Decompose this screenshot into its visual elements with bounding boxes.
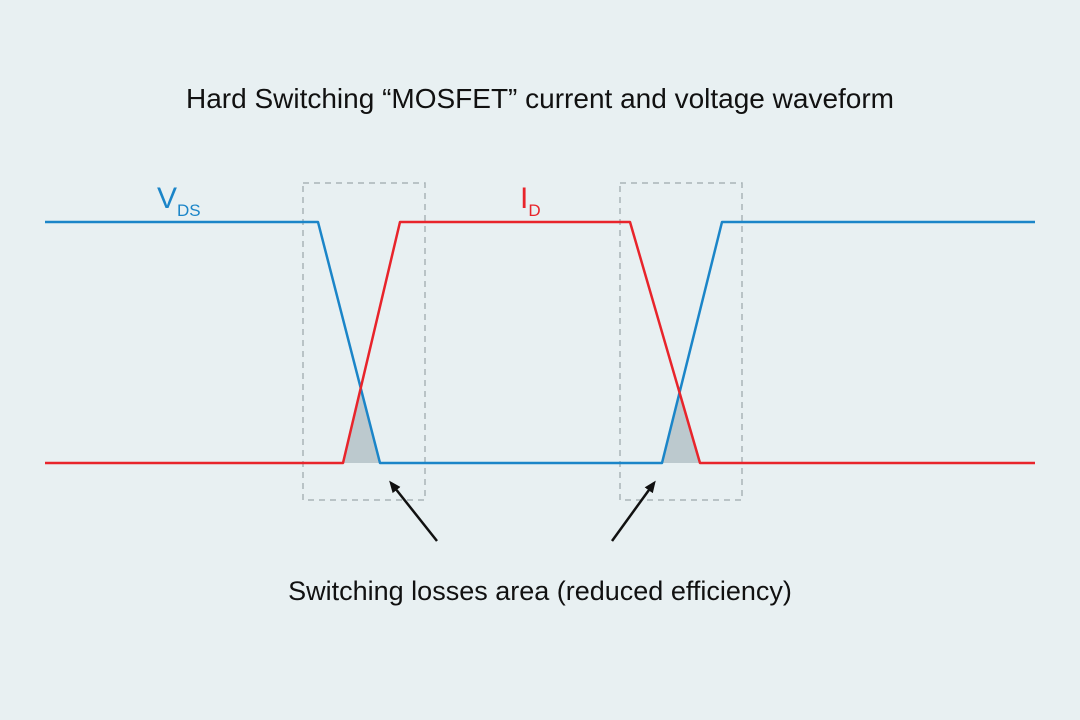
loss-pointer-arrow-2 (610, 480, 656, 542)
vds-label-main: V (157, 182, 177, 215)
id-label-main: I (520, 182, 528, 215)
diagram-caption: Switching losses area (reduced efficienc… (288, 576, 792, 606)
vds-label: VDS (157, 182, 201, 220)
switching-loss-area-1 (343, 386, 380, 463)
loss-pointer-arrow-1 (389, 480, 438, 542)
id-label-sub: D (528, 201, 540, 220)
switching-loss-area-2 (662, 390, 700, 463)
transition-window-1 (302, 182, 426, 501)
diagram-title: Hard Switching “MOSFET” current and volt… (186, 83, 894, 114)
vds-waveform (45, 220, 1035, 465)
vds-label-sub: DS (177, 201, 201, 220)
id-label: ID (520, 182, 541, 220)
id-waveform (45, 220, 1035, 465)
transition-window-2 (619, 182, 743, 501)
